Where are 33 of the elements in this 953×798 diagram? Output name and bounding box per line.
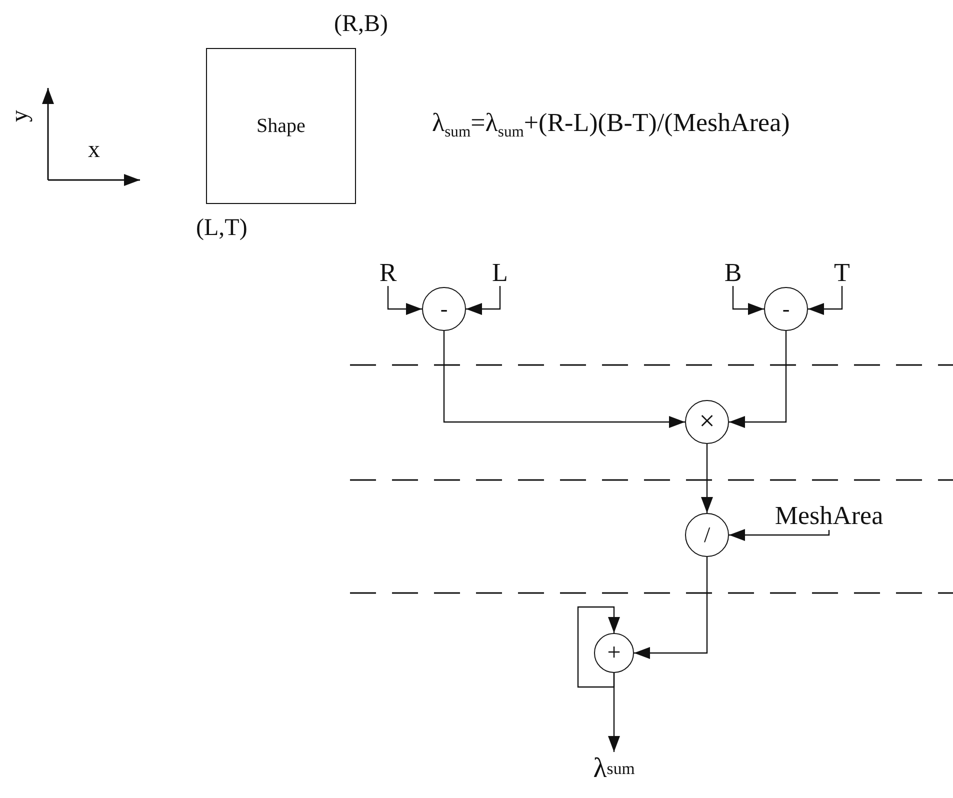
- operator-circle: [764, 287, 808, 331]
- arrow: [608, 673, 620, 752]
- node-text: Shape: [256, 116, 306, 136]
- arrow: [577, 606, 620, 688]
- corner-coordinate-label: (R,B): [334, 12, 388, 36]
- arrow: [729, 529, 830, 541]
- operator-circle: [685, 400, 729, 444]
- signal-label: B: [721, 260, 745, 286]
- signal-label: T: [831, 260, 853, 286]
- arrow: [701, 444, 713, 513]
- arrow: [387, 286, 422, 315]
- node-text: -: [440, 298, 448, 320]
- node-text: -: [782, 298, 790, 320]
- axis-label: y: [8, 110, 32, 122]
- arrow: [732, 286, 764, 315]
- operator-circle: [422, 287, 466, 331]
- signal-label: MeshArea: [765, 502, 893, 530]
- node-text: /: [704, 524, 710, 546]
- node-text: +: [607, 641, 621, 665]
- shape-box: [206, 48, 356, 204]
- corner-coordinate-label: (L,T): [196, 216, 248, 240]
- arrow: [443, 331, 685, 428]
- axis-label: x: [88, 138, 100, 162]
- arrow: [808, 286, 843, 315]
- arrow: [466, 286, 501, 315]
- operator-circle: [594, 633, 634, 673]
- formula-text: λ$_{sum}$=λ$_{sum}$+(R-L)(B-T)/(MeshArea): [432, 110, 790, 140]
- node-text: ×: [699, 408, 715, 436]
- signal-label: R: [376, 260, 400, 286]
- signal-label: L: [489, 260, 511, 286]
- arrow: [634, 557, 708, 659]
- operator-circle: [685, 513, 729, 557]
- arrow: [729, 331, 787, 428]
